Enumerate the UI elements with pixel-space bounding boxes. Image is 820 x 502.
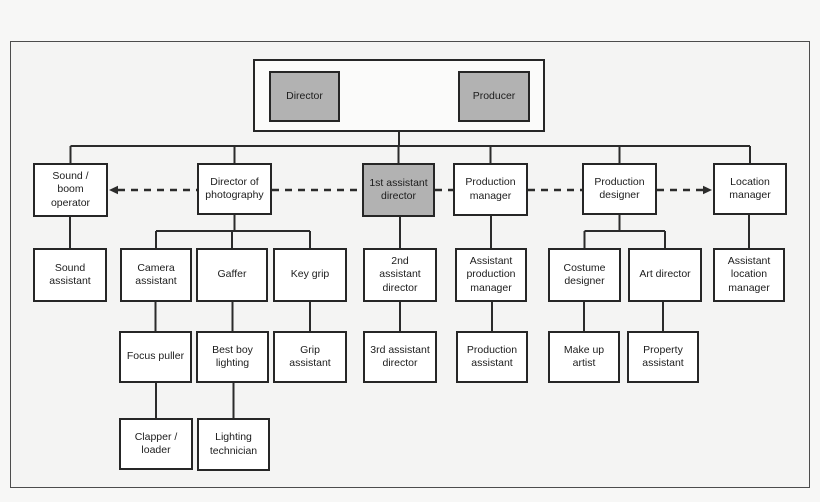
org-node-gaffer: Gaffer bbox=[196, 248, 268, 302]
org-node-assistant_production_manager: Assistant production manager bbox=[455, 248, 527, 302]
org-node-location_manager: Location manager bbox=[713, 163, 787, 215]
org-node-art_director: Art director bbox=[628, 248, 702, 302]
org-node-clapper_loader: Clapper / loader bbox=[119, 418, 193, 470]
org-node-production_manager: Production manager bbox=[453, 163, 528, 216]
org-node-assistant_location_manager: Assistant location manager bbox=[713, 248, 785, 302]
org-node-third_ad: 3rd assistant director bbox=[363, 331, 437, 383]
org-node-camera_assistant: Camera assistant bbox=[120, 248, 192, 302]
org-node-best_boy_lighting: Best boy lighting bbox=[196, 331, 269, 383]
org-node-production_designer: Production designer bbox=[582, 163, 657, 215]
org-node-sound_boom: Sound / boom operator bbox=[33, 163, 108, 217]
org-node-first_ad: 1st assistant director bbox=[362, 163, 435, 217]
org-node-grip_assistant: Grip assistant bbox=[273, 331, 347, 383]
org-node-costume_designer: Costume designer bbox=[548, 248, 621, 302]
org-node-makeup_artist: Make up artist bbox=[548, 331, 620, 383]
org-node-key_grip: Key grip bbox=[273, 248, 347, 302]
org-node-property_assistant: Property assistant bbox=[627, 331, 699, 383]
org-node-focus_puller: Focus puller bbox=[119, 331, 192, 383]
org-node-sound_assistant: Sound assistant bbox=[33, 248, 107, 302]
org-node-production_assistant: Production assistant bbox=[456, 331, 528, 383]
org-node-director: Director bbox=[269, 71, 340, 122]
org-node-second_ad: 2nd assistant director bbox=[363, 248, 437, 302]
org-node-lighting_technician: Lighting technician bbox=[197, 418, 270, 471]
org-node-producer: Producer bbox=[458, 71, 530, 122]
org-node-dop: Director of photography bbox=[197, 163, 272, 215]
